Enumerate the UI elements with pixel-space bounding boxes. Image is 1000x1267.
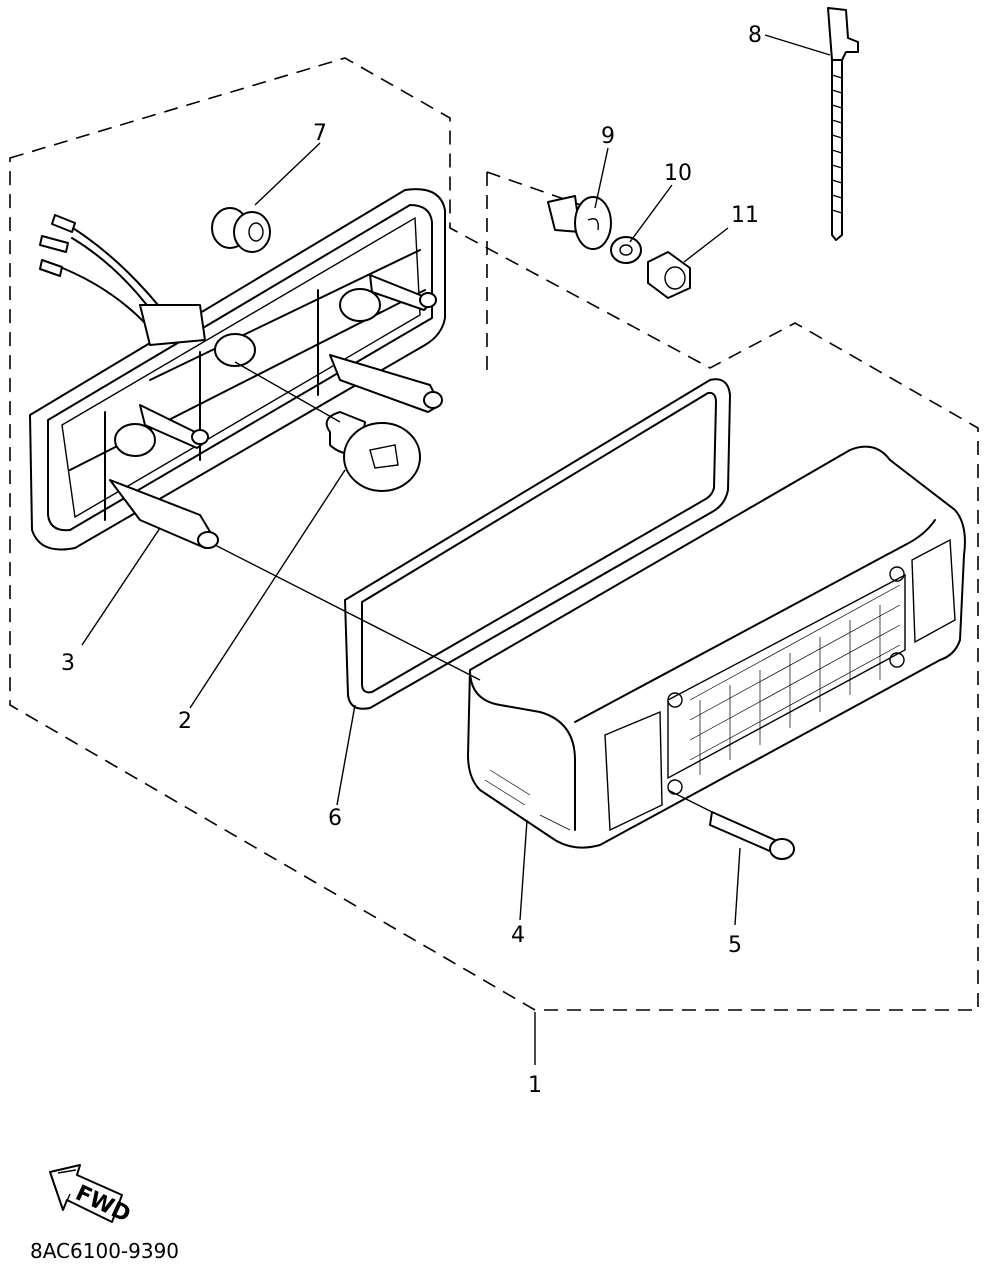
callout-10: 10 xyxy=(664,161,692,186)
grommet xyxy=(211,207,271,253)
leader-lines xyxy=(81,34,831,1065)
part-code: 8AC6100-9390 xyxy=(30,1239,179,1263)
callout-11: 11 xyxy=(731,203,759,228)
callout-3: 3 xyxy=(61,651,75,676)
callout-1: 1 xyxy=(528,1073,542,1098)
callout-9: 9 xyxy=(601,124,615,149)
washer xyxy=(610,236,642,264)
fwd-arrow-icon xyxy=(49,1164,123,1223)
callout-7: 7 xyxy=(313,121,327,146)
callout-2: 2 xyxy=(178,709,192,734)
callout-8: 8 xyxy=(748,23,762,48)
callout-6: 6 xyxy=(328,806,342,831)
callout-5: 5 xyxy=(728,933,742,958)
screw xyxy=(709,811,795,860)
lens xyxy=(467,445,966,849)
gasket xyxy=(344,378,731,710)
collar xyxy=(547,195,612,250)
cable-tie xyxy=(827,7,859,241)
callout-4: 4 xyxy=(511,923,525,948)
lamp-housing xyxy=(29,188,446,551)
bulb xyxy=(325,411,421,492)
nut xyxy=(647,251,691,299)
